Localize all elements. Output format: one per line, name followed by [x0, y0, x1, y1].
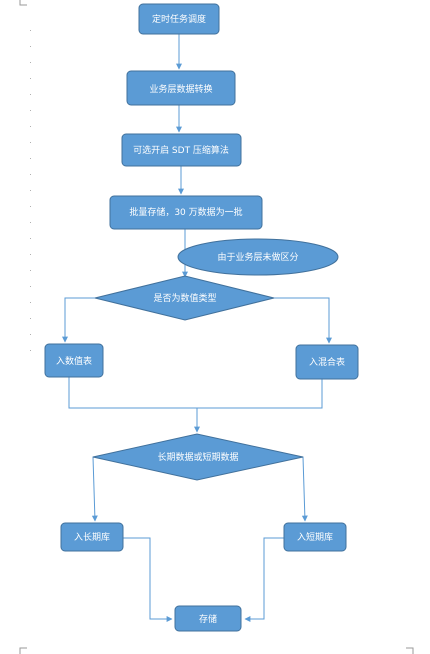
node-sdt: 可选开启 SDT 压缩算法 — [121, 133, 242, 167]
node-note: 由于业务层未做区分 — [177, 238, 339, 276]
node-is-numeric: 是否为数值类型 — [94, 275, 275, 321]
node-short-db: 入短期库 — [283, 522, 347, 552]
node-batch-label: 批量存储，30 万数据为一批 — [129, 206, 242, 218]
node-sdt-label: 可选开启 SDT 压缩算法 — [133, 144, 229, 156]
node-schedule: 定时任务调度 — [138, 3, 220, 35]
edge-short-to-store — [244, 537, 284, 622]
node-is-numeric-label: 是否为数值类型 — [153, 292, 216, 304]
node-long-db: 入长期库 — [60, 522, 124, 552]
corner-mark-bottom-right — [406, 647, 414, 654]
node-batch: 批量存储，30 万数据为一批 — [109, 195, 263, 230]
edge-merge-tables — [68, 377, 323, 409]
edge-decision-to-numeric — [62, 297, 95, 343]
node-long-db-label: 入长期库 — [74, 531, 110, 543]
node-transform: 业务层数据转换 — [126, 70, 236, 106]
node-long-short: 长期数据或短期数据 — [92, 433, 304, 481]
corner-mark-top-left — [19, 0, 27, 6]
node-transform-label: 业务层数据转换 — [149, 83, 212, 95]
edge-long-to-store — [123, 537, 173, 622]
corner-mark-bottom-left — [19, 647, 27, 654]
node-short-db-label: 入短期库 — [297, 531, 333, 543]
node-store-label: 存储 — [199, 613, 217, 625]
node-numeric-table-label: 入数值表 — [56, 355, 92, 367]
page-corner-marks — [19, 0, 414, 654]
node-store: 存储 — [174, 605, 242, 632]
edge-decision-to-mixed — [273, 297, 332, 344]
node-mixed-table: 入混合表 — [295, 344, 359, 380]
node-numeric-table: 入数值表 — [44, 343, 104, 378]
node-schedule-label: 定时任务调度 — [152, 13, 206, 25]
edge-decision2-to-long — [91, 456, 104, 522]
node-long-short-label: 长期数据或短期数据 — [157, 451, 238, 463]
margin-dots — [30, 30, 31, 351]
edge-decision2-to-short — [293, 456, 308, 522]
node-note-label: 由于业务层未做区分 — [217, 251, 298, 263]
node-mixed-table-label: 入混合表 — [309, 356, 345, 368]
